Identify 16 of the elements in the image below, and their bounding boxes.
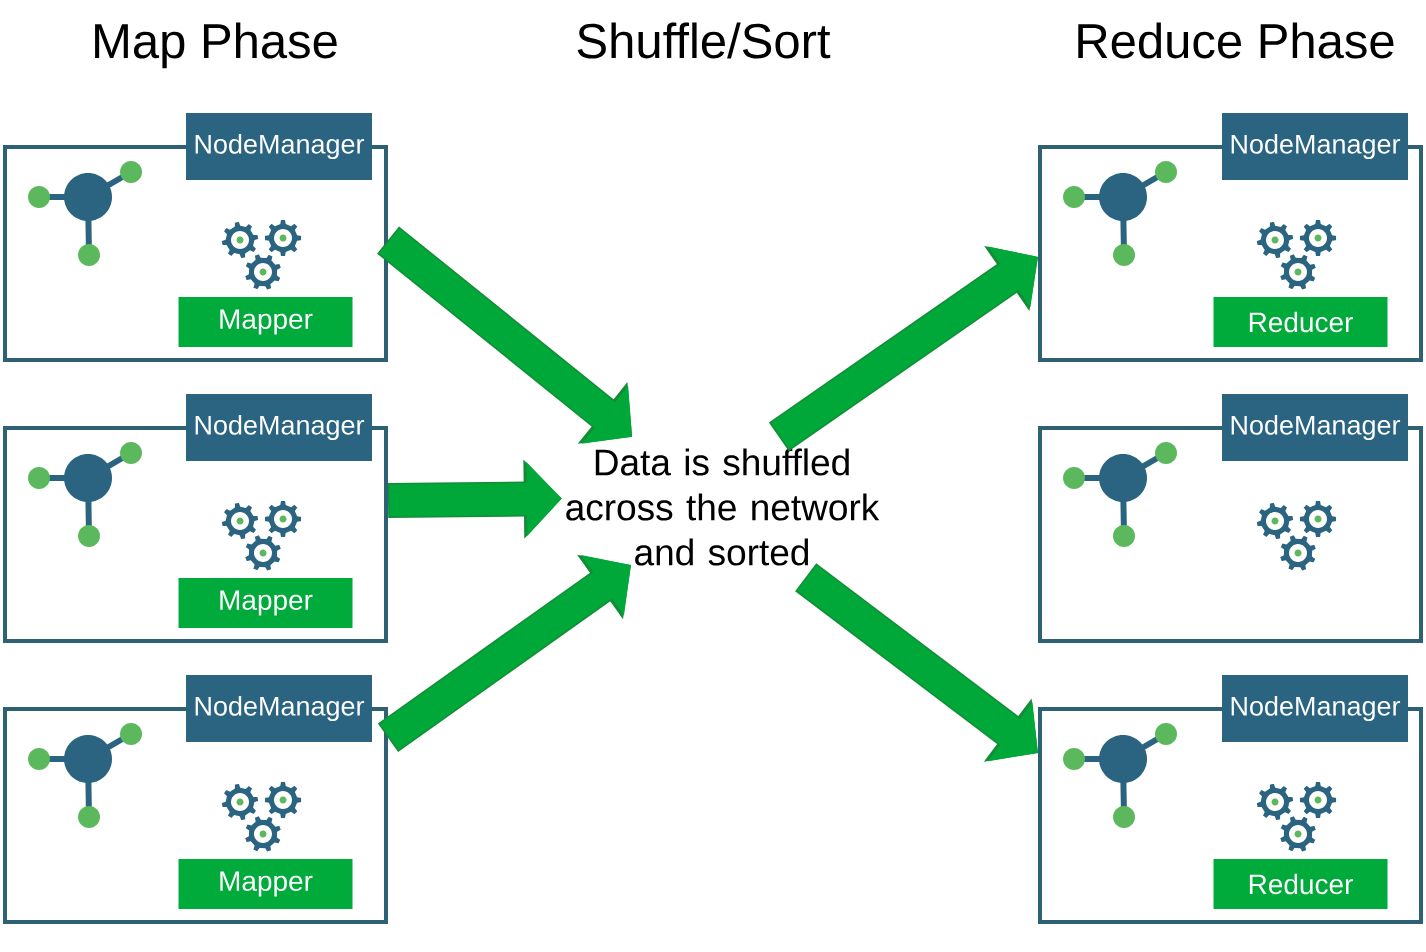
- task-box: Reducer: [1213, 297, 1388, 347]
- block-arrow: [377, 554, 631, 752]
- header-tab: NodeManager: [186, 394, 372, 461]
- task-box: Mapper: [178, 859, 353, 909]
- header-tab: NodeManager: [1222, 394, 1408, 461]
- header-tab: NodeManager: [1222, 113, 1408, 180]
- annotation-text: Data is shuffled across the network and sorted: [566, 448, 880, 566]
- block-arrow: [768, 245, 1038, 452]
- header-tab: NodeManager: [186, 675, 372, 742]
- task-box: Mapper: [178, 297, 353, 347]
- task-box: Reducer: [1213, 859, 1388, 909]
- column-heading: Reduce Phase: [1078, 22, 1394, 59]
- column-heading: Shuffle/Sort: [577, 22, 831, 59]
- header-tab: NodeManager: [1222, 675, 1408, 742]
- task-box: Mapper: [178, 578, 353, 628]
- header-tab: NodeManager: [186, 113, 372, 180]
